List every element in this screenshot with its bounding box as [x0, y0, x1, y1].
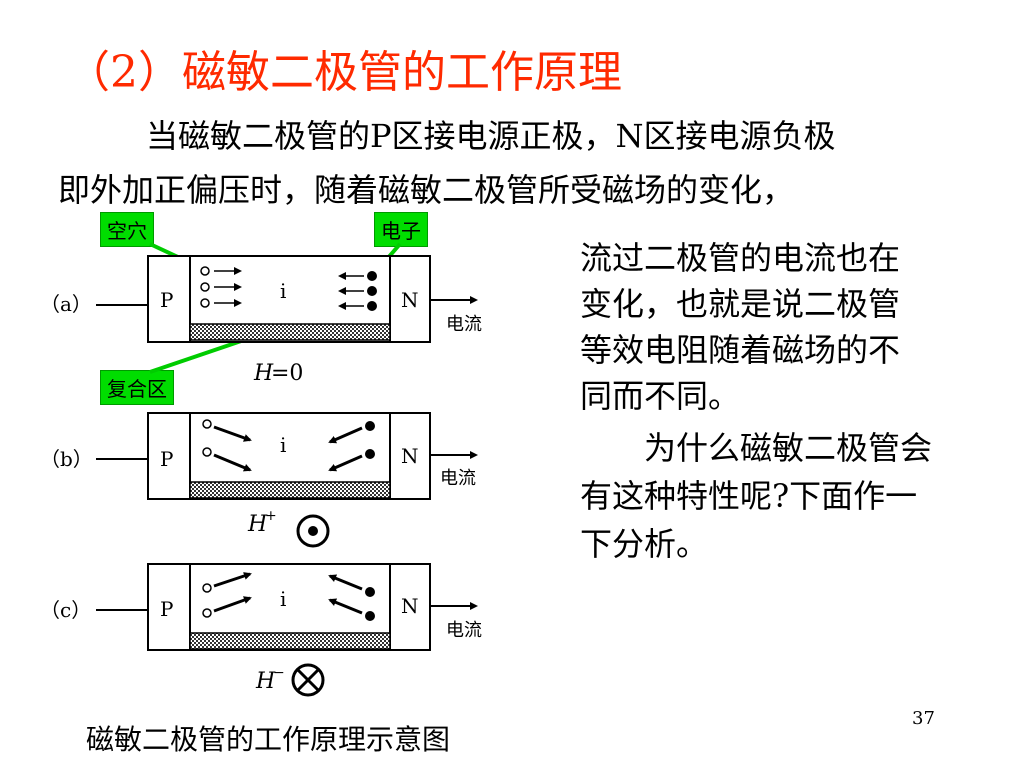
current-label: 电流	[446, 314, 482, 335]
page-number: 37	[912, 708, 935, 729]
paragraph-right-7: 下分析。	[580, 525, 709, 563]
field-superscript: +	[265, 508, 277, 524]
hole-dot	[202, 608, 212, 618]
electron-dot	[365, 421, 375, 431]
hole-dot	[200, 266, 210, 276]
recombination-leader-line	[149, 336, 251, 374]
electron-dot	[367, 271, 377, 281]
field-value: =0	[271, 361, 303, 386]
paragraph-right-2: 变化，也就是说二极管	[580, 285, 901, 323]
intrinsic-label: i	[280, 433, 286, 457]
paragraph-right-4: 同而不同。	[580, 377, 741, 415]
panel-c: （c） P N i 电流 H −	[40, 563, 482, 697]
panel-b-tag: （b）	[40, 447, 93, 471]
recombination-region	[189, 323, 391, 341]
n-region-label: N	[401, 288, 419, 312]
panel-b: （b） P N i 电流 H +	[40, 412, 478, 548]
recombination-label: 复合区	[100, 370, 174, 405]
panel-a: （a） P N i 电流 H =0	[40, 255, 482, 386]
figure-caption: 磁敏二极管的工作原理示意图	[86, 723, 451, 756]
field-symbol: H	[255, 669, 276, 694]
paragraph-right-3: 等效电阻随着磁场的不	[580, 331, 901, 369]
panel-c-tag: （c）	[40, 598, 91, 622]
hole-dot	[200, 298, 210, 308]
field-superscript: −	[273, 665, 285, 681]
p-region-label: P	[160, 597, 173, 621]
intrinsic-label: i	[280, 587, 286, 611]
p-region-label: P	[160, 288, 173, 312]
n-region-label: N	[401, 444, 419, 468]
paragraph-line-1: 当磁敏二极管的P区接电源正极，N区接电源负极	[146, 117, 836, 155]
p-region-label: P	[160, 447, 173, 471]
paragraph-line-2: 即外加正偏压时，随着磁敏二极管所受磁场的变化，	[58, 171, 795, 209]
paragraph-right-5: 为什么磁敏二极管会	[644, 429, 933, 467]
hole-dot	[202, 419, 212, 429]
current-label: 电流	[440, 468, 476, 489]
holes-label: 空穴	[100, 212, 154, 247]
panel-a-tag: （a）	[40, 292, 92, 316]
recombination-region	[189, 632, 391, 650]
paragraph-right-1: 流过二极管的电流也在	[580, 239, 901, 277]
recombination-region	[189, 481, 391, 499]
paragraph-right-6: 有这种特性呢?下面作一	[580, 477, 918, 515]
electrons-label: 电子	[374, 212, 428, 247]
field-symbol: H	[253, 361, 274, 386]
intrinsic-label: i	[280, 279, 286, 303]
field-symbol: H	[247, 512, 268, 537]
electron-dot	[365, 449, 375, 459]
slide-title: （2）磁敏二极管的工作原理	[66, 47, 622, 98]
field-into-page-icon	[291, 663, 325, 697]
hole-dot	[200, 282, 210, 292]
n-region-label: N	[401, 594, 419, 618]
hole-dot	[202, 583, 212, 593]
electron-dot	[367, 286, 377, 296]
field-out-of-page-icon	[296, 514, 330, 548]
electron-dot	[365, 587, 375, 597]
hole-dot	[202, 447, 212, 457]
electron-dot	[367, 301, 377, 311]
current-label: 电流	[446, 620, 482, 641]
electron-dot	[365, 611, 375, 621]
